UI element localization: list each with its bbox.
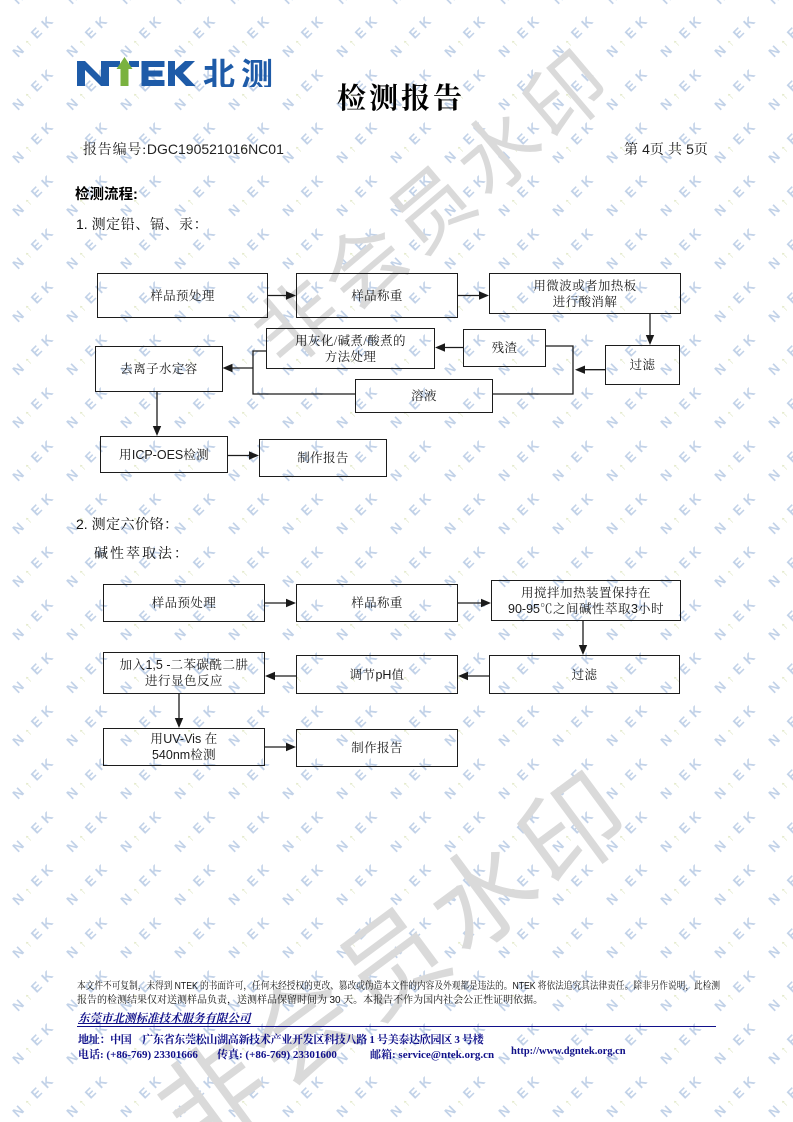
svg-text:北测: 北测: [203, 57, 279, 87]
